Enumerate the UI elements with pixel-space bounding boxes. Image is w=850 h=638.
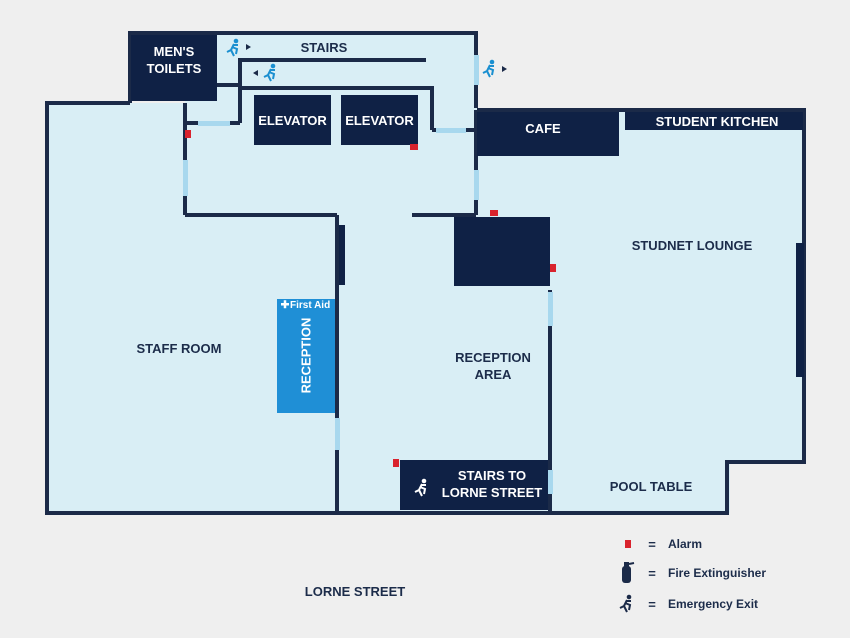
legend-equals: = — [648, 536, 656, 552]
floor-area — [47, 35, 805, 513]
emergency-exit-icon — [619, 594, 632, 613]
street-label: LORNE STREET — [304, 584, 406, 599]
reception-desk — [277, 299, 335, 413]
emergency-exit-icon — [263, 63, 276, 82]
alarm-icon — [625, 540, 631, 548]
legend-exit-label: Emergency Exit — [668, 597, 759, 611]
legend-alarm-label: Alarm — [668, 537, 703, 551]
arrow-right-icon — [246, 44, 251, 50]
pool-table-label: POOL TABLE — [609, 479, 693, 494]
alarm-icon — [410, 144, 418, 150]
alarm-icon — [550, 264, 556, 272]
stairs-label: STAIRS — [300, 40, 348, 55]
alarm-icon — [490, 210, 498, 216]
elevator-1-label: ELEVATOR — [258, 113, 327, 128]
arrow-right-icon — [502, 66, 507, 72]
mens-toilets-label: MEN'S TOILETS — [146, 44, 202, 76]
elevator-2-label: ELEVATOR — [345, 113, 414, 128]
legend-extinguisher-row: = Fire Extinguisher — [612, 561, 766, 585]
first-aid-cross-icon — [281, 300, 289, 309]
reception-desk-label: RECEPTION — [298, 317, 314, 394]
alarm-icon — [185, 130, 191, 138]
emergency-exit-icon — [226, 38, 239, 57]
arrow-left-icon — [253, 70, 258, 76]
emergency-exit-icon — [414, 478, 427, 497]
first-aid-sign — [277, 299, 335, 313]
legend-equals: = — [648, 596, 656, 612]
staff-room-label: STAFF ROOM — [136, 341, 222, 356]
dark-blocks — [131, 35, 804, 510]
legend-extinguisher-label: Fire Extinguisher — [668, 566, 767, 580]
student-lounge-label: STUDNET LOUNGE — [631, 238, 753, 253]
cafe-label: CAFE — [525, 121, 561, 136]
emergency-exit-icon — [482, 59, 495, 78]
alarm-icon — [393, 459, 399, 467]
legend-exit-row: = Emergency Exit — [612, 592, 758, 616]
legend-alarm-row: = Alarm — [612, 532, 702, 556]
stairs-lorne-label: STAIRS TO LORNE STREET — [441, 468, 543, 500]
legend-equals: = — [648, 565, 656, 581]
first-aid-label: First Aid — [290, 300, 331, 311]
fire-extinguisher-icon — [622, 562, 635, 583]
alarm-icons — [185, 130, 631, 548]
reception-area-label: RECEPTION AREA — [455, 350, 531, 382]
doors — [183, 55, 553, 494]
student-kitchen-label: STUDENT KITCHEN — [655, 114, 779, 129]
